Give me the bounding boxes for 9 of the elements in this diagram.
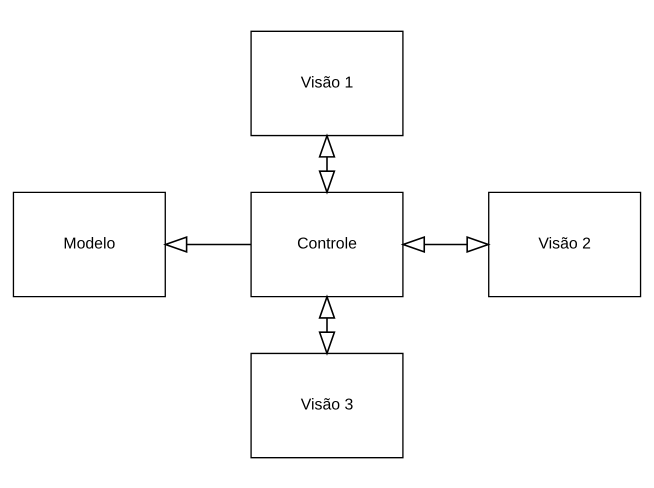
node-box: Visão 2 [488,191,642,297]
node-box: Visão 1 [250,30,404,136]
arrow [163,235,251,253]
arrow [400,235,491,253]
node-box: Modelo [12,191,166,297]
node-box: Controle [250,191,404,297]
node-box: Visão 3 [250,352,404,458]
arrow [318,294,336,356]
arrow [318,132,336,194]
